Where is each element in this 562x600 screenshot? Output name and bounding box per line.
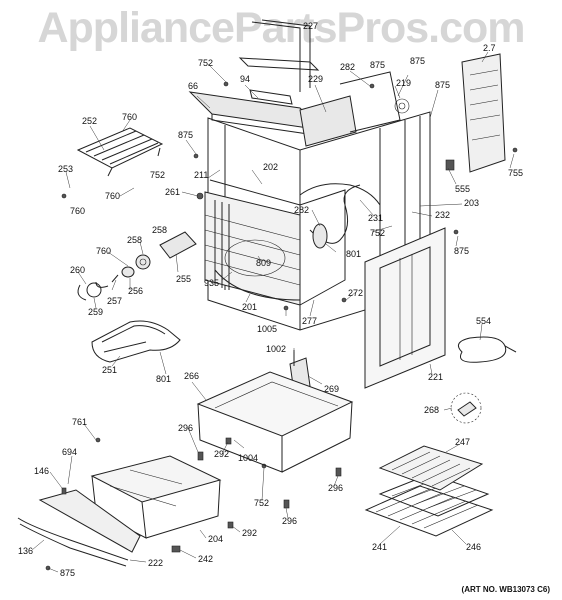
callout-227: 227 xyxy=(303,21,319,31)
callout-268: 268 xyxy=(424,405,440,415)
callout-694: 694 xyxy=(62,447,78,457)
art-number: (ART NO. WB13073 C6) xyxy=(461,585,550,594)
callout-269: 269 xyxy=(324,384,340,394)
callout-241: 241 xyxy=(372,542,388,552)
callout-266: 266 xyxy=(184,371,200,381)
power-cord xyxy=(457,336,517,363)
broiler-pan xyxy=(378,445,484,491)
callout-282: 282 xyxy=(340,62,356,72)
callout-260: 260 xyxy=(70,265,86,275)
callout-760: 760 xyxy=(96,246,112,256)
leader-lines xyxy=(31,51,515,573)
lower-detail-part xyxy=(450,392,482,424)
callout-136: 136 xyxy=(18,546,34,556)
rear-cover-panel xyxy=(445,53,506,173)
screws xyxy=(45,81,518,571)
callout-146: 146 xyxy=(34,466,50,476)
leveling-legs xyxy=(61,437,342,553)
callout-875: 875 xyxy=(60,568,76,578)
callout-752: 752 xyxy=(254,498,270,508)
callout-296: 296 xyxy=(328,483,344,493)
callout-755: 755 xyxy=(508,168,524,178)
callout-760: 760 xyxy=(122,112,138,122)
callout-752: 752 xyxy=(198,58,214,68)
callout-760: 760 xyxy=(105,191,121,201)
callout-296: 296 xyxy=(282,516,298,526)
callout-875: 875 xyxy=(435,80,451,90)
wiring-harness xyxy=(299,183,381,249)
rear-frame-bracket xyxy=(238,19,320,92)
drawer-front-panel xyxy=(17,489,141,567)
callout-272: 272 xyxy=(348,288,364,298)
callout-801: 801 xyxy=(156,374,172,384)
callout-219: 219 xyxy=(396,78,412,88)
callout-277: 277 xyxy=(302,316,318,326)
storage-drawer xyxy=(90,455,222,539)
drawer-frame xyxy=(196,371,354,473)
callout-221: 221 xyxy=(428,372,444,382)
callout-292: 292 xyxy=(214,449,230,459)
callout-760: 760 xyxy=(70,206,86,216)
callout-242: 242 xyxy=(198,554,214,564)
callout-258: 258 xyxy=(127,235,143,245)
callout-1005: 1005 xyxy=(257,324,278,334)
callout-752: 752 xyxy=(370,228,386,238)
callout-801: 801 xyxy=(346,249,362,259)
callout-935: 935 xyxy=(204,278,220,288)
broil-element xyxy=(76,127,164,177)
callout-66: 66 xyxy=(188,81,199,91)
callout-255: 255 xyxy=(176,274,192,284)
callout-257: 257 xyxy=(107,296,123,306)
callout-555: 555 xyxy=(455,184,471,194)
callout-211: 211 xyxy=(194,170,209,180)
callout-259: 259 xyxy=(88,307,104,317)
callout-229: 229 xyxy=(308,74,324,84)
callout-261: 261 xyxy=(165,187,181,197)
callout-258: 258 xyxy=(152,225,168,235)
callout-227: 2.7 xyxy=(483,43,496,53)
callout-554: 554 xyxy=(476,316,492,326)
callout-201: 201 xyxy=(242,302,258,312)
callout-231: 231 xyxy=(368,213,384,223)
callout-222: 222 xyxy=(148,558,164,568)
callout-761: 761 xyxy=(72,417,88,427)
callout-875: 875 xyxy=(370,60,386,70)
callout-296: 296 xyxy=(178,423,194,433)
callout-256: 256 xyxy=(128,286,144,296)
callout-94: 94 xyxy=(240,74,251,84)
callout-253: 253 xyxy=(58,164,74,174)
callout-875: 875 xyxy=(178,130,194,140)
callout-232: 232 xyxy=(435,210,451,220)
oven-cavity xyxy=(204,179,346,306)
callout-282: 282 xyxy=(294,205,310,215)
watermark: AppliancePartsPros.com xyxy=(37,4,525,52)
side-panel xyxy=(364,227,446,389)
callout-1004: 1004 xyxy=(238,453,259,463)
bake-element xyxy=(91,320,181,363)
callout-246: 246 xyxy=(466,542,482,552)
callout-202: 202 xyxy=(263,162,279,172)
callout-292: 292 xyxy=(242,528,258,538)
callout-875: 875 xyxy=(410,56,426,66)
callout-252: 252 xyxy=(82,116,98,126)
callout-204: 204 xyxy=(208,534,224,544)
callout-875: 875 xyxy=(454,246,470,256)
control-panel xyxy=(299,71,401,147)
callout-752: 752 xyxy=(150,170,166,180)
callout-203: 203 xyxy=(464,198,480,208)
callout-247: 247 xyxy=(455,437,471,447)
callout-251: 251 xyxy=(102,365,118,375)
sensor-components xyxy=(77,231,197,301)
callout-1002: 1002 xyxy=(266,344,287,354)
callout-809: 809 xyxy=(256,258,272,268)
